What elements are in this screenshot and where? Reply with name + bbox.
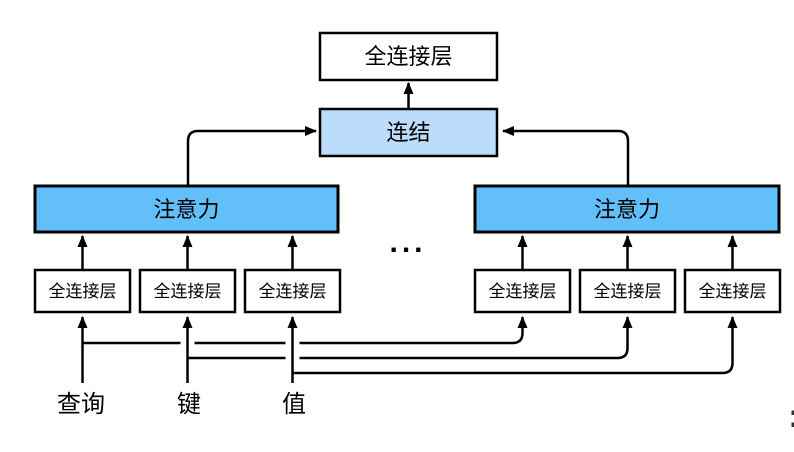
edge-artifact-mark [791, 410, 794, 415]
box-fc-right-3-label: 全连接层 [699, 282, 767, 301]
box-attention-right-label: 注意力 [594, 197, 660, 222]
query-label: 查询 [57, 391, 105, 418]
box-fc-left-1 [33, 268, 132, 314]
box-attention-right [473, 184, 781, 234]
box-fc-right-1 [473, 268, 572, 314]
box-attention-left-label: 注意力 [153, 197, 219, 222]
box-fc-left-3 [243, 268, 342, 314]
box-fc-left-1-label: 全连接层 [49, 282, 117, 301]
box-fc-left-2 [138, 268, 237, 314]
arrow-value-to-fc-right-3 [292, 316, 738, 375]
arrow-query-to-fc-right-1 [299, 316, 528, 345]
arrow-key-to-fc-right-2 [299, 316, 633, 360]
box-fc-right-2 [578, 268, 677, 314]
value-label: 值 [282, 391, 306, 418]
arrow-attention-right-to-concat [502, 126, 630, 186]
box-fc-right-3 [683, 268, 782, 314]
box-fc-right-2-label: 全连接层 [594, 282, 662, 301]
box-output-fc-label: 全连接层 [364, 44, 452, 69]
box-output-fc [318, 31, 499, 82]
box-fc-left-2-label: 全连接层 [154, 282, 222, 301]
box-attention-left [33, 184, 340, 234]
heads-ellipsis: ... [389, 226, 426, 259]
box-concat-label: 连结 [386, 120, 430, 145]
box-concat [318, 107, 499, 158]
key-label: 键 [177, 391, 201, 418]
box-fc-right-1-label: 全连接层 [489, 282, 557, 301]
box-fc-left-3-label: 全连接层 [259, 282, 327, 301]
edge-artifact-mark [791, 422, 794, 427]
arrow-attention-left-to-concat [186, 126, 317, 186]
